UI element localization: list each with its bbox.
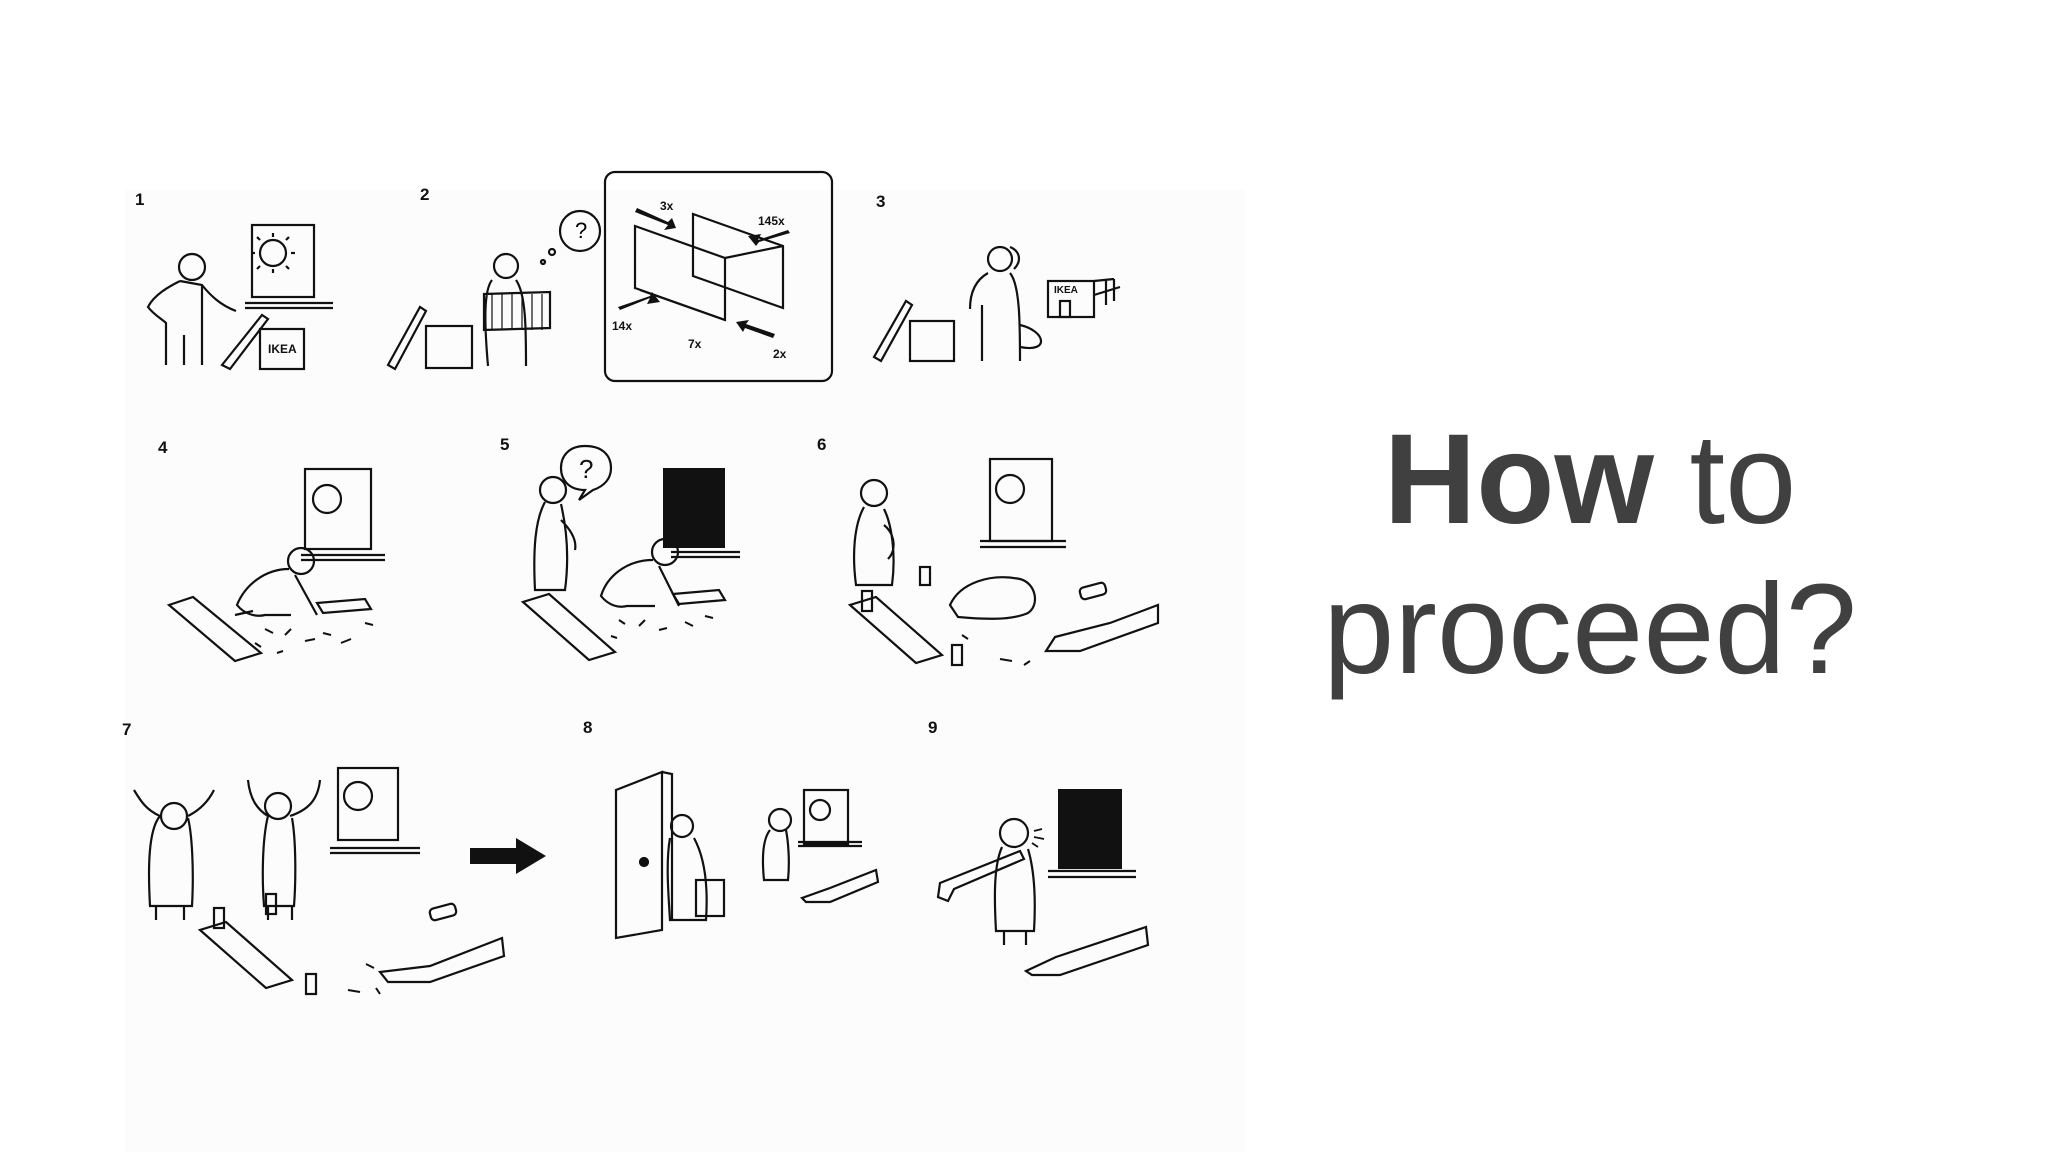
step-number-7: 7 bbox=[122, 720, 132, 739]
step-number-2: 2 bbox=[420, 185, 430, 204]
part-count-3x: 3x bbox=[660, 199, 674, 213]
rifle-icon bbox=[936, 849, 1026, 903]
panel-5-drawing: ? bbox=[520, 444, 740, 662]
title-bold-word: How bbox=[1383, 408, 1654, 551]
question-bubble-icon bbox=[559, 444, 613, 501]
svg-text:?: ? bbox=[579, 454, 593, 484]
part-count-2x: 2x bbox=[773, 347, 787, 361]
sun-icon bbox=[258, 238, 288, 268]
step-number-3: 3 bbox=[876, 192, 886, 211]
part-count-145x: 145x bbox=[758, 214, 785, 228]
step-number-6: 6 bbox=[817, 435, 827, 454]
slide-title: How to proceed? bbox=[1240, 405, 1940, 705]
sun-icon bbox=[808, 798, 832, 822]
ikea-shop-sign: IKEA bbox=[1054, 285, 1078, 296]
panel-3-drawing: IKEA bbox=[872, 245, 1121, 363]
ikea-box-label: IKEA bbox=[268, 342, 297, 356]
assembly-instructions-illustration bbox=[125, 190, 1245, 1152]
title-line-1: How to bbox=[1240, 405, 1940, 555]
title-line-2: proceed? bbox=[1323, 558, 1857, 701]
step-number-8: 8 bbox=[583, 718, 593, 737]
step-number-1: 1 bbox=[135, 190, 145, 209]
panel-4-drawing bbox=[166, 467, 385, 663]
panel-8-drawing bbox=[614, 770, 880, 940]
step-number-4: 4 bbox=[158, 438, 168, 457]
sun-icon bbox=[311, 483, 343, 515]
arrow-right-icon bbox=[470, 838, 546, 874]
sun-icon bbox=[342, 780, 374, 812]
step-number-5: 5 bbox=[500, 435, 510, 454]
question-bubble-icon bbox=[558, 209, 602, 253]
panel-1-drawing: IKEA bbox=[146, 223, 333, 371]
part-count-14x: 14x bbox=[612, 319, 632, 333]
night-window bbox=[1058, 789, 1122, 869]
panel-2-drawing: ? 3x 145x 14x 7x 2x bbox=[386, 170, 834, 383]
door-icon bbox=[614, 770, 664, 940]
part-count-7x: 7x bbox=[688, 337, 702, 351]
window bbox=[250, 223, 316, 299]
panel-7-drawing bbox=[133, 766, 506, 996]
panel-9-drawing bbox=[936, 789, 1150, 977]
step-number-9: 9 bbox=[928, 718, 938, 737]
svg-text:?: ? bbox=[575, 218, 587, 243]
night-window bbox=[663, 468, 725, 548]
panel-6-drawing bbox=[847, 457, 1160, 667]
title-rest: to bbox=[1653, 408, 1797, 551]
sun-icon bbox=[994, 473, 1026, 505]
